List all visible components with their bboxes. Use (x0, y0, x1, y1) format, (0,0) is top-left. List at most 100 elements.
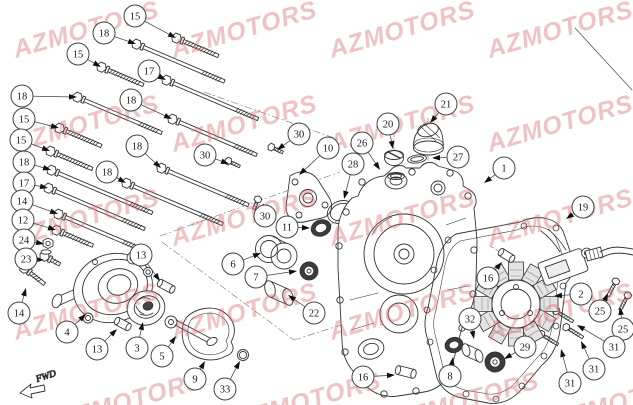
callout-circle[interactable] (150, 344, 174, 368)
callout-circle[interactable] (137, 59, 161, 83)
callout-circle[interactable] (10, 84, 34, 108)
callout-circle[interactable] (244, 265, 268, 289)
watermark-text: AZMOTORS (483, 89, 633, 158)
callout-circle[interactable] (582, 357, 606, 381)
callout-29[interactable]: 29 (504, 335, 537, 359)
callout-circle[interactable] (302, 301, 326, 325)
callout-circle[interactable] (513, 335, 537, 359)
callout-6[interactable]: 6 (221, 252, 261, 276)
callout-18[interactable]: 18 (92, 21, 136, 45)
callout-16[interactable]: 16 (476, 262, 502, 290)
callout-circle[interactable] (253, 204, 277, 228)
callout-circle[interactable] (119, 88, 143, 112)
callout-circle[interactable] (55, 320, 79, 344)
callout-33[interactable]: 33 (213, 361, 240, 401)
callout-25[interactable]: 25 (588, 293, 612, 323)
callout-27[interactable]: 27 (432, 145, 470, 169)
callout-9[interactable]: 9 (183, 361, 207, 391)
callout-number: 16 (358, 373, 369, 384)
callout-18[interactable]: 18 (119, 88, 172, 119)
callout-circle[interactable] (588, 299, 612, 323)
callout-23[interactable]: 23 (14, 247, 44, 271)
callout-circle[interactable] (376, 112, 400, 136)
callout-circle[interactable] (492, 156, 516, 180)
fastener (53, 208, 147, 254)
callout-16[interactable]: 16 (351, 365, 395, 389)
callout-circle[interactable] (123, 4, 147, 28)
callout-10[interactable]: 10 (299, 136, 340, 175)
callout-circle[interactable] (476, 266, 500, 290)
callout-7[interactable]: 7 (244, 265, 297, 289)
callout-circle[interactable] (350, 131, 374, 155)
callout-12[interactable]: 12 (11, 208, 56, 232)
callout-circle[interactable] (125, 336, 149, 360)
callout-circle[interactable] (438, 364, 462, 388)
callout-circle[interactable] (446, 145, 470, 169)
callout-21[interactable]: 21 (430, 92, 458, 123)
callout-15[interactable]: 15 (123, 4, 176, 38)
callout-31[interactable]: 31 (577, 325, 626, 359)
callout-circle[interactable] (341, 152, 365, 176)
bearing-part-6 (255, 235, 298, 270)
callout-circle[interactable] (7, 301, 31, 325)
callout-32[interactable]: 32 (458, 307, 482, 339)
callout-5[interactable]: 5 (150, 336, 176, 368)
watermark-text: AZMOTORS (167, 0, 320, 64)
callout-17[interactable]: 17 (137, 59, 166, 83)
callout-circle[interactable] (66, 42, 90, 66)
callout-30[interactable]: 30 (277, 122, 311, 150)
callout-circle[interactable] (287, 122, 311, 146)
callout-19[interactable]: 19 (566, 195, 595, 219)
callout-30[interactable]: 30 (253, 203, 277, 228)
callout-14[interactable]: 14 (7, 288, 31, 325)
callout-circle[interactable] (569, 282, 593, 306)
callout-circle[interactable] (351, 365, 375, 389)
o-ring-part-26 (387, 171, 405, 181)
callout-13[interactable]: 13 (85, 329, 117, 361)
callout-18[interactable]: 18 (10, 84, 77, 108)
callout-circle[interactable] (602, 335, 626, 359)
crankcase-cover-part-1 (335, 161, 478, 398)
callout-3[interactable]: 3 (125, 322, 149, 360)
callout-circle[interactable] (571, 195, 595, 219)
callout-15[interactable]: 15 (66, 42, 101, 67)
callout-18[interactable]: 18 (12, 150, 51, 174)
callout-17[interactable]: 17 (12, 171, 48, 195)
callout-11[interactable]: 11 (275, 215, 310, 239)
callout-circle[interactable] (316, 136, 340, 160)
callout-circle[interactable] (193, 143, 217, 167)
callout-circle[interactable] (129, 243, 153, 267)
callout-14[interactable]: 14 (10, 189, 58, 214)
callout-13[interactable]: 13 (129, 243, 160, 281)
callout-31[interactable]: 31 (558, 349, 582, 395)
callout-25[interactable]: 25 (611, 307, 633, 341)
callout-circle[interactable] (125, 134, 149, 158)
callout-4[interactable]: 4 (55, 314, 86, 344)
callout-circle[interactable] (275, 215, 299, 239)
callout-31[interactable]: 31 (581, 341, 606, 381)
callout-26[interactable]: 26 (350, 131, 380, 170)
callout-circle[interactable] (14, 247, 38, 271)
callout-circle[interactable] (95, 160, 119, 184)
callout-1[interactable]: 1 (484, 156, 516, 183)
callout-28[interactable]: 28 (341, 152, 365, 199)
callout-circle[interactable] (434, 92, 458, 116)
callout-circle[interactable] (558, 371, 582, 395)
callout-18[interactable]: 18 (95, 160, 126, 184)
dowel-pin (394, 365, 417, 379)
callout-circle[interactable] (458, 307, 482, 331)
callout-20[interactable]: 20 (376, 112, 400, 149)
callout-circle[interactable] (221, 252, 245, 276)
callout-30[interactable]: 30 (193, 143, 229, 167)
callout-circle[interactable] (85, 337, 109, 361)
callout-2[interactable]: 2 (554, 282, 593, 306)
callout-number: 30 (260, 212, 271, 223)
callout-number: 15 (16, 136, 27, 147)
callout-22[interactable]: 22 (288, 295, 326, 325)
callout-circle[interactable] (92, 21, 116, 45)
callout-circle[interactable] (213, 377, 237, 401)
callout-18[interactable]: 18 (125, 134, 161, 168)
callout-8[interactable]: 8 (438, 357, 462, 388)
callout-circle[interactable] (183, 367, 207, 391)
watermark-text: AZMOTORS (167, 277, 320, 346)
